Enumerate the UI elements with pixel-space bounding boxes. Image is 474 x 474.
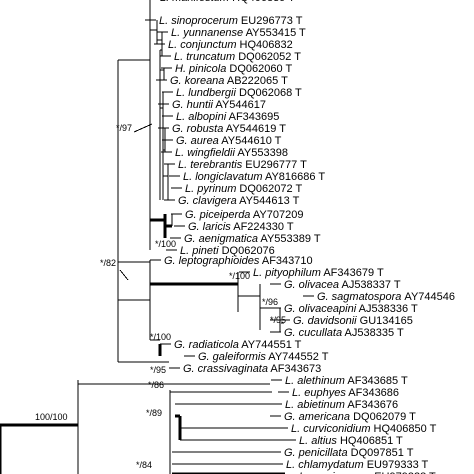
taxon-label: L. albopini AF343695	[176, 111, 279, 123]
taxon-label: G. penicillata DQ097851 T	[284, 447, 414, 459]
taxon-label: L. alethinum AF343685 T	[285, 375, 408, 387]
support-value: */100	[150, 332, 171, 342]
taxon-label: G. davidsonii GU134165	[293, 315, 413, 327]
taxon-label: L. truncatum DQ062052 T	[174, 51, 301, 63]
support-value: 100/100	[35, 412, 68, 422]
taxon-label: G. piceiperda AY707209	[185, 209, 303, 221]
support-value: */95	[270, 315, 286, 325]
taxon-label: L. pineti DQ062076	[180, 245, 275, 257]
support-value: */82	[100, 258, 116, 268]
taxon-label: L. curviconidium HQ406850 T	[291, 423, 437, 435]
taxon-label: G. huntii AY544617	[172, 99, 266, 111]
taxon-label: L. terebrantis EU296777 T	[178, 159, 307, 171]
taxon-label: L. abietinum AF343676	[285, 399, 398, 411]
taxon-label: L. conjunctum HQ406832	[168, 39, 293, 51]
support-value: */95	[150, 365, 166, 375]
taxon-label: L. pyrinum DQ062072 T	[185, 183, 302, 195]
taxon-label: G. robusta AY544619 T	[172, 123, 286, 135]
taxon-label: G. koreana AB222065 T	[170, 75, 288, 87]
taxon-label: L. pityophilum AF343679 T	[253, 267, 384, 279]
taxon-label: G. aurea AY544610 T	[176, 135, 282, 147]
support-value: */89	[146, 408, 162, 418]
taxon-label: G. leptographioides AF343710	[164, 255, 313, 267]
taxon-label: G. laricis AF224330 T	[188, 221, 294, 233]
taxon-label: G. aenigmatica AY553389 T	[184, 233, 321, 245]
taxon-label: G. radiaticola AY744551 T	[174, 339, 302, 351]
taxon-label: G. sagmatosporа AY744546	[317, 291, 455, 303]
support-value: */84	[136, 460, 152, 470]
taxon-label: L. euphyes AF343686	[292, 387, 399, 399]
taxon-label: L. sinoprocerum EU296773 T	[159, 15, 303, 27]
taxon-label: G. cucullata AJ538335 T	[284, 327, 404, 339]
taxon-label: G. olivaceapini AJ538336 T	[284, 303, 418, 315]
taxon-label: L. wingfieldii AY553398	[175, 147, 288, 159]
taxon-label: L. altius HQ406851 T	[299, 435, 403, 447]
taxon-label: L. curvisporum EU979328 T	[299, 471, 436, 474]
taxon-label: L. yunnanense AY553415 T	[171, 27, 306, 39]
support-value: */100	[155, 239, 176, 249]
taxon-label: G. crassivaginata AF343673	[183, 363, 321, 375]
taxon-label: L. longiclavatum AY816686 T	[183, 171, 325, 183]
support-value: */86	[148, 380, 164, 390]
taxon-label: G. galeiformis AY744552 T	[198, 351, 329, 363]
support-value: */97	[116, 123, 132, 133]
taxon-label: G. olivacea AJ538337 T	[284, 279, 401, 291]
support-pointer	[119, 269, 129, 281]
taxon-label: G. clavigera AY544613 T	[178, 195, 300, 207]
taxon-label: L. manifestum HQ406839 T	[160, 0, 295, 4]
taxon-label: G. americana DQ062079 T	[284, 411, 416, 423]
taxon-label: L. lundbergii DQ062068 T	[176, 87, 302, 99]
support-value: */96	[262, 297, 278, 307]
support-value: */100	[229, 271, 250, 281]
taxon-label: H. pinicola DQ062060 T	[175, 63, 292, 75]
support-pointer	[133, 123, 153, 133]
taxon-label: L. chlamydatum EU979333 T	[286, 459, 429, 471]
